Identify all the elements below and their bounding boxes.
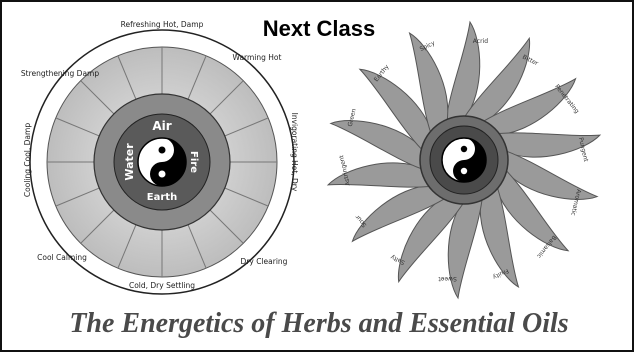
yin-yang-icon [442,138,486,182]
star-petal-label: Acrid [473,38,488,45]
star-petal-label: Sweet [438,275,457,282]
slide-caption: The Energetics of Herbs and Essential Oi… [2,308,634,340]
